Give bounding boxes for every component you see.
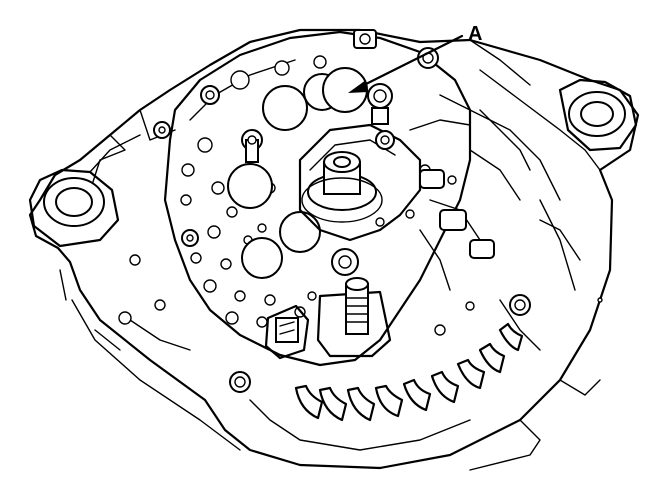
- connector-plug: [264, 304, 310, 360]
- nut-top: [353, 29, 377, 49]
- callout-a-arrowhead: [348, 80, 368, 93]
- right-mounting-ear: [558, 78, 638, 152]
- vent-slots: [294, 322, 524, 422]
- callout-a-label: A: [468, 23, 482, 45]
- nut-housing-bottom: [229, 371, 251, 393]
- b-plus-terminal: [316, 277, 392, 358]
- left-mounting-ear: [28, 134, 141, 248]
- shaft-assembly: [301, 151, 383, 223]
- nut-housing-left: [153, 121, 171, 139]
- terminal-nuts: [153, 29, 531, 393]
- housing-details: [118, 109, 603, 336]
- callout-a: A: [348, 23, 482, 93]
- regulator-assembly: [298, 119, 495, 291]
- diode-pockets: [227, 67, 368, 279]
- nut-left-upper: [200, 85, 220, 105]
- nut-a-target: [367, 83, 393, 125]
- nut-housing-right: [509, 294, 531, 316]
- nut-left-stud: [241, 129, 263, 163]
- nut-left-bracket: [181, 229, 199, 247]
- alternator-housing: [28, 28, 640, 471]
- nut-top-right: [417, 47, 439, 69]
- callout-a-leader: [356, 34, 464, 90]
- nut-regulator: [375, 130, 395, 150]
- nut-center-lower: [331, 248, 359, 276]
